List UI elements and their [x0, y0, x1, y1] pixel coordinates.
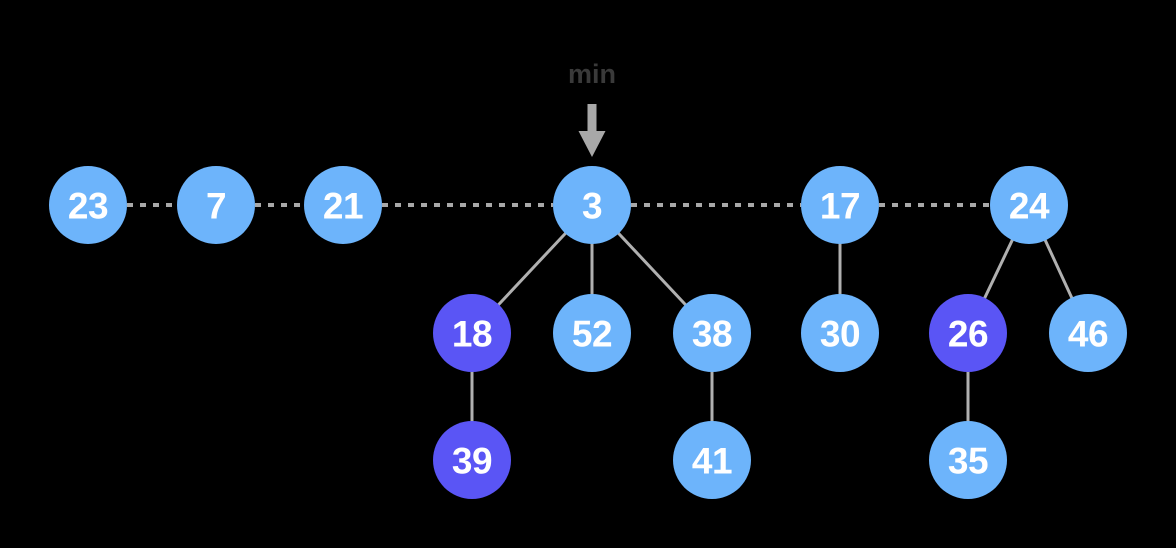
node-label-35: 35	[948, 441, 988, 482]
heap-node-52[interactable]: 52	[553, 294, 631, 372]
min-pointer-label: min	[568, 59, 616, 89]
node-circle-52[interactable]	[553, 294, 631, 372]
heap-node-41[interactable]: 41	[673, 421, 751, 499]
node-label-21: 21	[323, 186, 363, 227]
heap-node-38[interactable]: 38	[673, 294, 751, 372]
node-label-18: 18	[452, 314, 492, 355]
node-label-24: 24	[1009, 186, 1050, 227]
node-label-41: 41	[692, 441, 732, 482]
child-edge-24-26	[982, 238, 1015, 300]
node-label-39: 39	[452, 441, 492, 482]
min-pointer-layer: min	[568, 59, 616, 157]
heap-node-26[interactable]: 26	[929, 294, 1007, 372]
node-circle-23[interactable]	[49, 166, 127, 244]
heap-node-3[interactable]: 3	[553, 166, 631, 244]
node-label-26: 26	[948, 314, 988, 355]
node-circle-17[interactable]	[801, 166, 879, 244]
node-label-3: 3	[582, 186, 602, 227]
node-label-30: 30	[820, 314, 860, 355]
node-circle-41[interactable]	[673, 421, 751, 499]
node-circle-39[interactable]	[433, 421, 511, 499]
node-circle-46[interactable]	[1049, 294, 1127, 372]
node-label-52: 52	[572, 314, 612, 355]
node-circle-24[interactable]	[990, 166, 1068, 244]
heap-node-7[interactable]: 7	[177, 166, 255, 244]
heap-node-35[interactable]: 35	[929, 421, 1007, 499]
heap-node-21[interactable]: 21	[304, 166, 382, 244]
child-edge-24-46	[1043, 238, 1074, 300]
node-label-23: 23	[68, 186, 108, 227]
heap-node-17[interactable]: 17	[801, 166, 879, 244]
node-circle-18[interactable]	[433, 294, 511, 372]
node-circle-3[interactable]	[553, 166, 631, 244]
child-edges-layer	[470, 231, 1074, 422]
child-edge-3-38	[616, 231, 688, 307]
child-edge-3-18	[496, 231, 568, 307]
heap-node-30[interactable]: 30	[801, 294, 879, 372]
node-circle-35[interactable]	[929, 421, 1007, 499]
node-label-7: 7	[206, 186, 226, 227]
heap-node-24[interactable]: 24	[990, 166, 1068, 244]
heap-node-23[interactable]: 23	[49, 166, 127, 244]
node-circle-30[interactable]	[801, 294, 879, 372]
node-label-38: 38	[692, 314, 732, 355]
min-arrow-icon	[578, 104, 606, 157]
node-circle-7[interactable]	[177, 166, 255, 244]
node-label-17: 17	[820, 186, 860, 227]
heap-node-46[interactable]: 46	[1049, 294, 1127, 372]
heap-node-39[interactable]: 39	[433, 421, 511, 499]
node-circle-38[interactable]	[673, 294, 751, 372]
node-label-46: 46	[1068, 314, 1108, 355]
node-circle-21[interactable]	[304, 166, 382, 244]
node-circle-26[interactable]	[929, 294, 1007, 372]
heap-node-18[interactable]: 18	[433, 294, 511, 372]
nodes-layer: 23 7 21 3 17 24 18 52 38 30 26 46 39 41 35	[49, 166, 1127, 499]
